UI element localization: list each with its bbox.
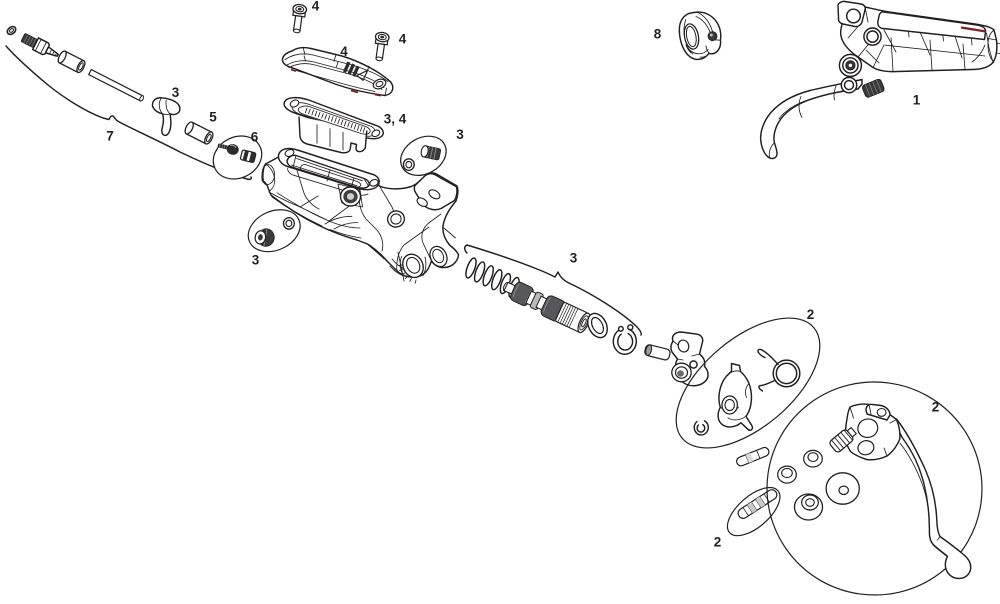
svg-text:6: 6: [251, 130, 259, 145]
svg-text:7: 7: [106, 129, 114, 144]
svg-text:5: 5: [209, 110, 217, 125]
svg-text:4: 4: [312, 0, 320, 14]
svg-text:2: 2: [714, 535, 722, 550]
svg-text:3: 3: [172, 85, 180, 100]
svg-text:4: 4: [399, 32, 407, 47]
svg-text:3, 4: 3, 4: [384, 112, 407, 127]
svg-text:2: 2: [932, 400, 940, 415]
svg-text:4: 4: [340, 44, 348, 59]
svg-text:1: 1: [913, 93, 921, 108]
svg-text:3: 3: [252, 253, 260, 268]
svg-text:8: 8: [654, 27, 662, 42]
svg-text:3: 3: [456, 127, 464, 142]
svg-text:3: 3: [570, 251, 578, 266]
svg-text:2: 2: [807, 307, 815, 322]
